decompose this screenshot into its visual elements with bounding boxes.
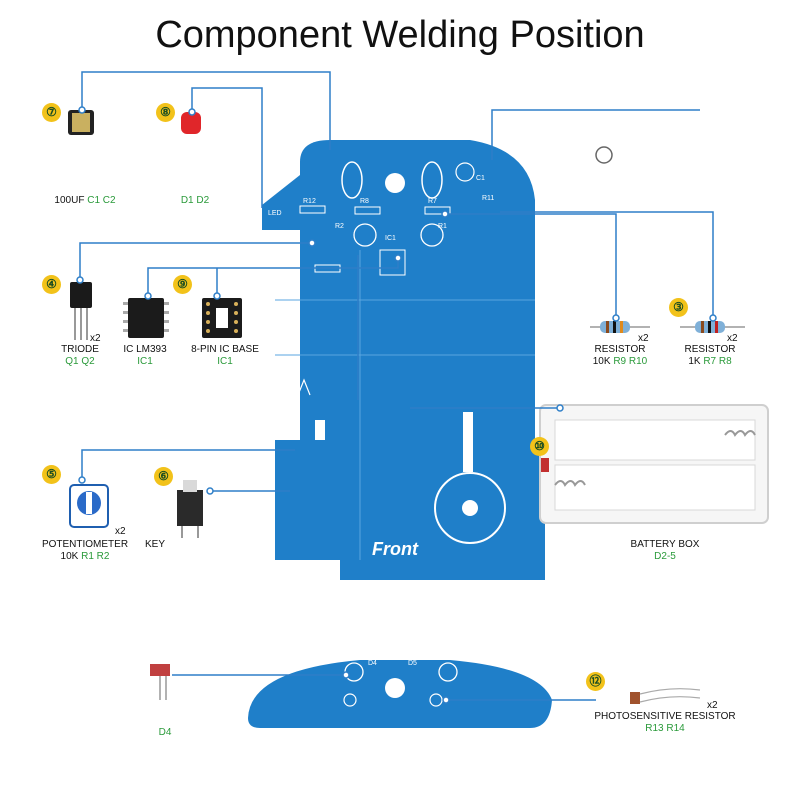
svg-text:C1: C1 — [476, 175, 485, 182]
label-led-d4: D4 — [158, 727, 172, 738]
coil-icon — [595, 146, 613, 164]
svg-text:R7: R7 — [428, 198, 437, 205]
qty-triode: x2 — [90, 333, 101, 344]
sensor-pcb: D4 D5 — [248, 660, 552, 728]
svg-text:D5: D5 — [408, 660, 417, 667]
battery-box — [539, 404, 769, 524]
pcb-lower-board — [275, 440, 545, 560]
svg-text:IC1: IC1 — [385, 235, 396, 242]
label-resistor-10k: RESISTOR 10K R9 R10 — [592, 344, 648, 367]
pcb-left-tab — [262, 175, 300, 230]
board-front-label: Front — [372, 539, 419, 559]
capacitor-icon — [68, 110, 94, 135]
badge-10: ⑩ — [530, 437, 549, 456]
qty-resistor-1k: x2 — [727, 333, 738, 344]
qty-photoresistor: x2 — [707, 700, 718, 711]
photoresistor-icon — [630, 688, 701, 704]
ic-socket-icon — [202, 298, 242, 338]
potentiometer-icon — [69, 484, 109, 528]
resistor-10k-icon — [590, 321, 650, 333]
label-key: KEY — [145, 539, 166, 550]
page-title: Component Welding Position — [155, 14, 645, 56]
badge-7: ⑦ — [42, 103, 61, 122]
svg-text:R2: R2 — [335, 223, 344, 230]
triode-icon — [70, 282, 92, 340]
badge-5: ⑤ — [42, 465, 61, 484]
badge-9: ⑨ — [173, 275, 192, 294]
badge-3: ③ — [669, 298, 688, 317]
main-pcb: R12 R8 R7 LED R2 R1 IC1 C1 R11 — [262, 140, 545, 580]
qty-resistor-10k: x2 — [638, 333, 649, 344]
leader-endpoints — [76, 106, 717, 704]
svg-text:R12: R12 — [303, 198, 316, 205]
led-d4-icon — [150, 664, 170, 700]
svg-text:LED: LED — [268, 210, 282, 217]
svg-text:D4: D4 — [368, 660, 377, 667]
resistor-1k-icon — [680, 321, 745, 333]
svg-text:R11: R11 — [482, 195, 494, 202]
label-potentiometer: POTENTIOMETER 10K R1 R2 — [41, 539, 129, 562]
label-led: D1 D2 — [180, 195, 210, 206]
led-icon — [181, 112, 201, 134]
badge-6: ⑥ — [154, 467, 173, 486]
ic-chip-icon — [123, 298, 169, 338]
badge-12: ⑫ — [586, 672, 605, 691]
leader-lines — [79, 71, 714, 701]
svg-text:R8: R8 — [360, 198, 369, 205]
svg-text:R1: R1 — [438, 223, 447, 230]
pcb-lower-bottom — [340, 560, 545, 580]
label-resistor-1k: RESISTOR 1K R7 R8 — [684, 344, 736, 367]
badge-8: ⑧ — [156, 103, 175, 122]
key-switch-icon — [177, 480, 203, 538]
qty-potentiometer: x2 — [115, 526, 126, 537]
badge-4: ④ — [42, 275, 61, 294]
label-capacitor: 100UF C1 C2 — [54, 195, 116, 206]
